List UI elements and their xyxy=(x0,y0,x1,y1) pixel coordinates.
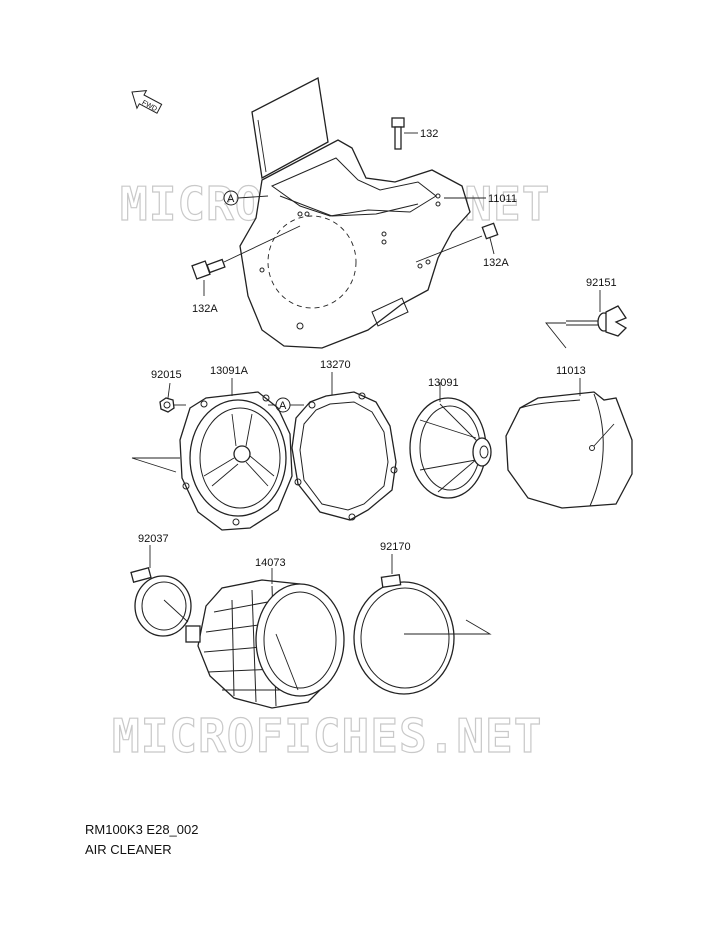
gasket-13270 xyxy=(291,372,398,521)
wing-bolt-92151 xyxy=(545,290,628,349)
cover-11013 xyxy=(505,378,633,509)
plate-13091a xyxy=(131,378,293,531)
label-13091: 13091 xyxy=(428,377,459,389)
label-11013: 11013 xyxy=(556,365,586,377)
label-92170: 92170 xyxy=(380,541,411,553)
label-14073: 14073 xyxy=(255,557,286,569)
label-132a-right: 132A xyxy=(483,257,509,269)
fwd-arrow-icon: FWD xyxy=(131,89,163,114)
svg-text:A: A xyxy=(279,400,287,412)
label-13270: 13270 xyxy=(320,359,351,371)
label-92015: 92015 xyxy=(151,369,182,381)
label-92151: 92151 xyxy=(586,277,617,289)
label-92037: 92037 xyxy=(138,533,169,545)
label-132: 132 xyxy=(420,128,438,140)
diagram-code: RM100K3 E28_002 xyxy=(85,822,199,837)
bolt-132 xyxy=(391,117,418,150)
air-cleaner-case xyxy=(239,77,471,349)
cage-13091 xyxy=(409,382,492,499)
label-13091a: 13091A xyxy=(210,365,249,377)
label-11011: 11011 xyxy=(488,193,517,205)
filter-element-14073 xyxy=(185,568,345,709)
watermark-bottom: MICROFICHES.NET xyxy=(112,709,542,763)
svg-text:A: A xyxy=(227,193,235,205)
label-132a-left: 132A xyxy=(192,303,218,315)
band-92170 xyxy=(353,554,492,695)
bolt-132a-left xyxy=(191,225,301,296)
diagram-title: AIR CLEANER xyxy=(85,842,172,857)
nut-92015 xyxy=(159,382,186,413)
bolt-132a-right xyxy=(415,222,499,263)
clamp-92037 xyxy=(130,545,192,637)
